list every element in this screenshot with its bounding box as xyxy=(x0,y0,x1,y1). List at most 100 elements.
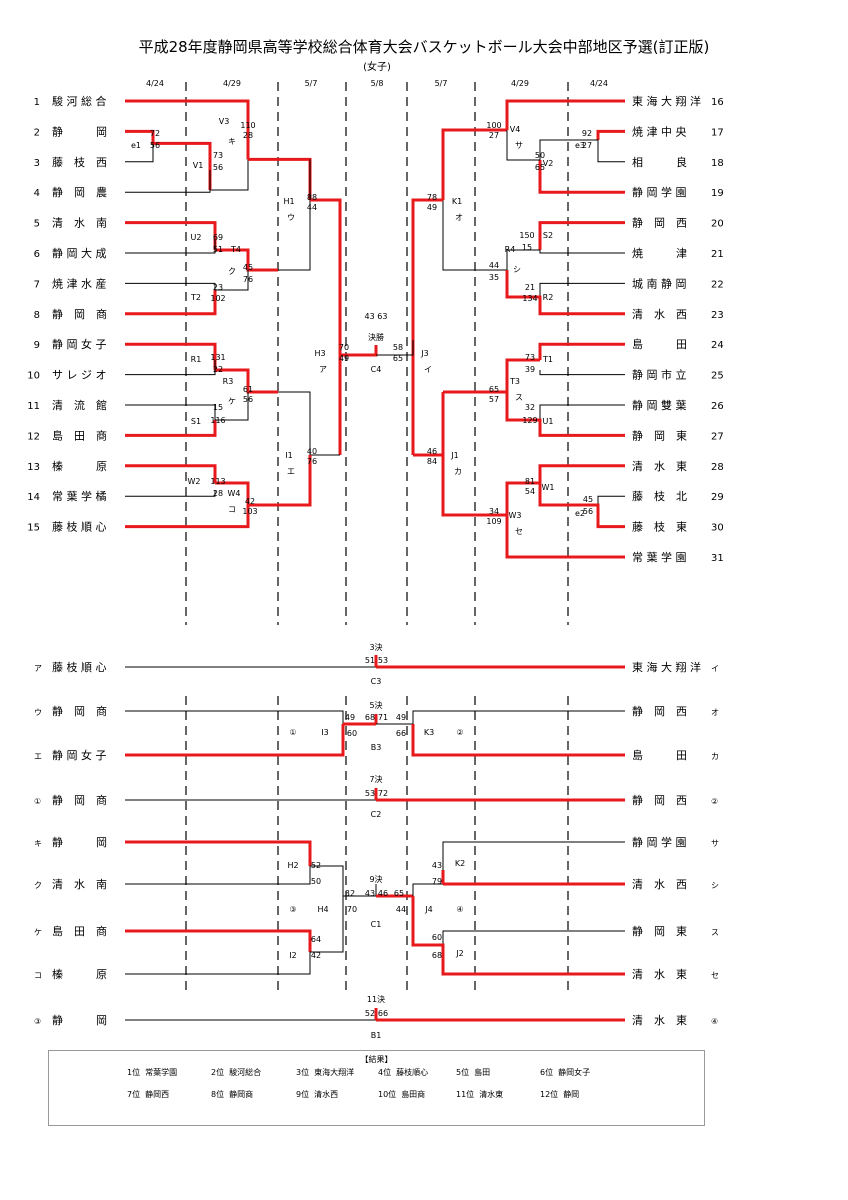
result-team: 藤枝順心 xyxy=(396,1068,429,1077)
bracket-label: ア xyxy=(319,365,327,374)
placement-label: B3 xyxy=(371,743,382,752)
placement-left-team: 島 田 商 xyxy=(52,924,107,938)
placement-score: 43 xyxy=(432,861,442,870)
placement-right-team: 静 岡 学 園 xyxy=(632,835,687,849)
placement-right-team: 清 水 西 xyxy=(632,878,687,891)
bracket-score: 35 xyxy=(489,273,499,282)
bracket-label: H1 xyxy=(283,197,294,206)
winner-line xyxy=(505,99,625,130)
right-team-number: 30 xyxy=(711,523,724,534)
bracket-label: J1 xyxy=(450,451,458,460)
result-place: 8位 xyxy=(211,1090,225,1099)
bracket-label: e3 xyxy=(575,141,585,150)
bracket-score: 134 xyxy=(522,294,537,303)
placement-label: ① xyxy=(289,728,296,737)
placement-score: 60 xyxy=(432,933,442,942)
left-team-number: 15 xyxy=(27,523,40,534)
winner-line xyxy=(538,221,625,250)
bracket-line xyxy=(125,952,311,975)
placement-right-team: 静 岡 西 xyxy=(632,793,687,807)
placement-left-team: 藤 枝 順 心 xyxy=(52,660,107,674)
placement-left-team: 静 岡 女 子 xyxy=(52,748,107,762)
placement-label: K3 xyxy=(424,728,434,737)
bracket-score: 116 xyxy=(210,416,225,425)
bracket-label: R3 xyxy=(223,377,234,386)
bracket-label: I1 xyxy=(285,451,292,460)
winner-line xyxy=(125,464,217,483)
result-item: 1位常葉学園 xyxy=(127,1067,177,1078)
bracket-score: 113 xyxy=(210,477,225,486)
bracket-line xyxy=(539,370,625,376)
right-team-number: 22 xyxy=(711,279,724,290)
bracket-score: 150 xyxy=(519,231,534,240)
bracket-label: オ xyxy=(455,213,463,222)
bracket-score: 56 xyxy=(243,395,253,404)
left-team-name: 静 岡 女 子 xyxy=(52,337,107,351)
bracket-line xyxy=(278,159,311,271)
placement-score: 66 xyxy=(378,1009,388,1018)
bracket-score: 54 xyxy=(525,487,535,496)
right-team-name: 静 岡 市 立 xyxy=(632,368,687,382)
bracket-score: 22 xyxy=(213,365,223,374)
result-team: 静岡女子 xyxy=(558,1068,591,1077)
bracket-score: 56 xyxy=(213,163,223,172)
winner-line xyxy=(215,248,278,272)
bracket-score: 46 xyxy=(427,447,437,456)
right-team-name: 藤 枝 北 xyxy=(632,489,687,503)
bracket-score: 73 xyxy=(525,353,535,362)
right-team-name: 焼 津 xyxy=(632,247,687,260)
bracket-score: 78 xyxy=(427,193,437,202)
placement-score: 65 xyxy=(394,889,404,898)
right-team-number: 19 xyxy=(711,188,724,199)
result-item: 3位東海大翔洋 xyxy=(296,1067,354,1078)
bracket-score: 15 xyxy=(213,403,223,412)
result-item: 4位藤枝順心 xyxy=(378,1067,428,1078)
bracket-label: S2 xyxy=(543,231,553,240)
left-team-number: 11 xyxy=(27,401,40,412)
result-team: 静岡商 xyxy=(229,1090,254,1099)
bracket-label: カ xyxy=(454,467,462,476)
bracket-score: 44 xyxy=(489,261,499,270)
result-team: 東海大翔洋 xyxy=(314,1068,355,1077)
bracket-score: 109 xyxy=(486,517,501,526)
bracket-label: T2 xyxy=(190,293,201,302)
bracket-line xyxy=(215,270,249,291)
placement-label: K2 xyxy=(455,859,465,868)
placement-label: H4 xyxy=(317,905,328,914)
placement-right-mark: カ xyxy=(711,752,719,761)
bracket-line xyxy=(215,392,249,421)
winner-line xyxy=(538,342,625,360)
bracket-label: T1 xyxy=(542,355,553,364)
bracket-line xyxy=(125,490,216,497)
winner-line xyxy=(125,505,250,529)
bracket-line xyxy=(125,710,344,724)
left-team-name: 静 岡 農 xyxy=(52,185,107,199)
bracket-score: 88 xyxy=(307,193,317,202)
left-team-number: 13 xyxy=(27,462,40,473)
bracket-score: 84 xyxy=(427,457,437,466)
bracket-label: イ xyxy=(424,365,432,374)
placement-right-mark: セ xyxy=(711,971,719,980)
left-team-name: 清 水 南 xyxy=(52,217,107,230)
placement-label: B1 xyxy=(371,1031,382,1040)
bracket-line xyxy=(597,495,625,505)
bracket-line xyxy=(125,240,216,254)
left-team-name: 藤 枝 西 xyxy=(52,155,107,169)
bracket-score: 23 xyxy=(213,283,223,292)
placement-left-team: 静 岡 商 xyxy=(52,793,107,807)
bracket-score: 110 xyxy=(240,121,255,130)
bracket-score: 27 xyxy=(489,131,499,140)
bracket-label: ク xyxy=(228,267,236,276)
bracket-score: 28 xyxy=(213,489,223,498)
bracket-score: 49 xyxy=(339,354,349,363)
bracket-line xyxy=(539,282,625,297)
result-place: 9位 xyxy=(296,1090,310,1099)
bracket-score: 45 xyxy=(243,263,253,272)
result-team: 清水西 xyxy=(314,1090,339,1099)
winner-line xyxy=(215,481,278,507)
bracket-score: 65 xyxy=(393,354,403,363)
winner-line xyxy=(248,157,312,200)
result-item: 2位駿河総合 xyxy=(211,1067,261,1078)
bracket-score: 32 xyxy=(525,403,535,412)
